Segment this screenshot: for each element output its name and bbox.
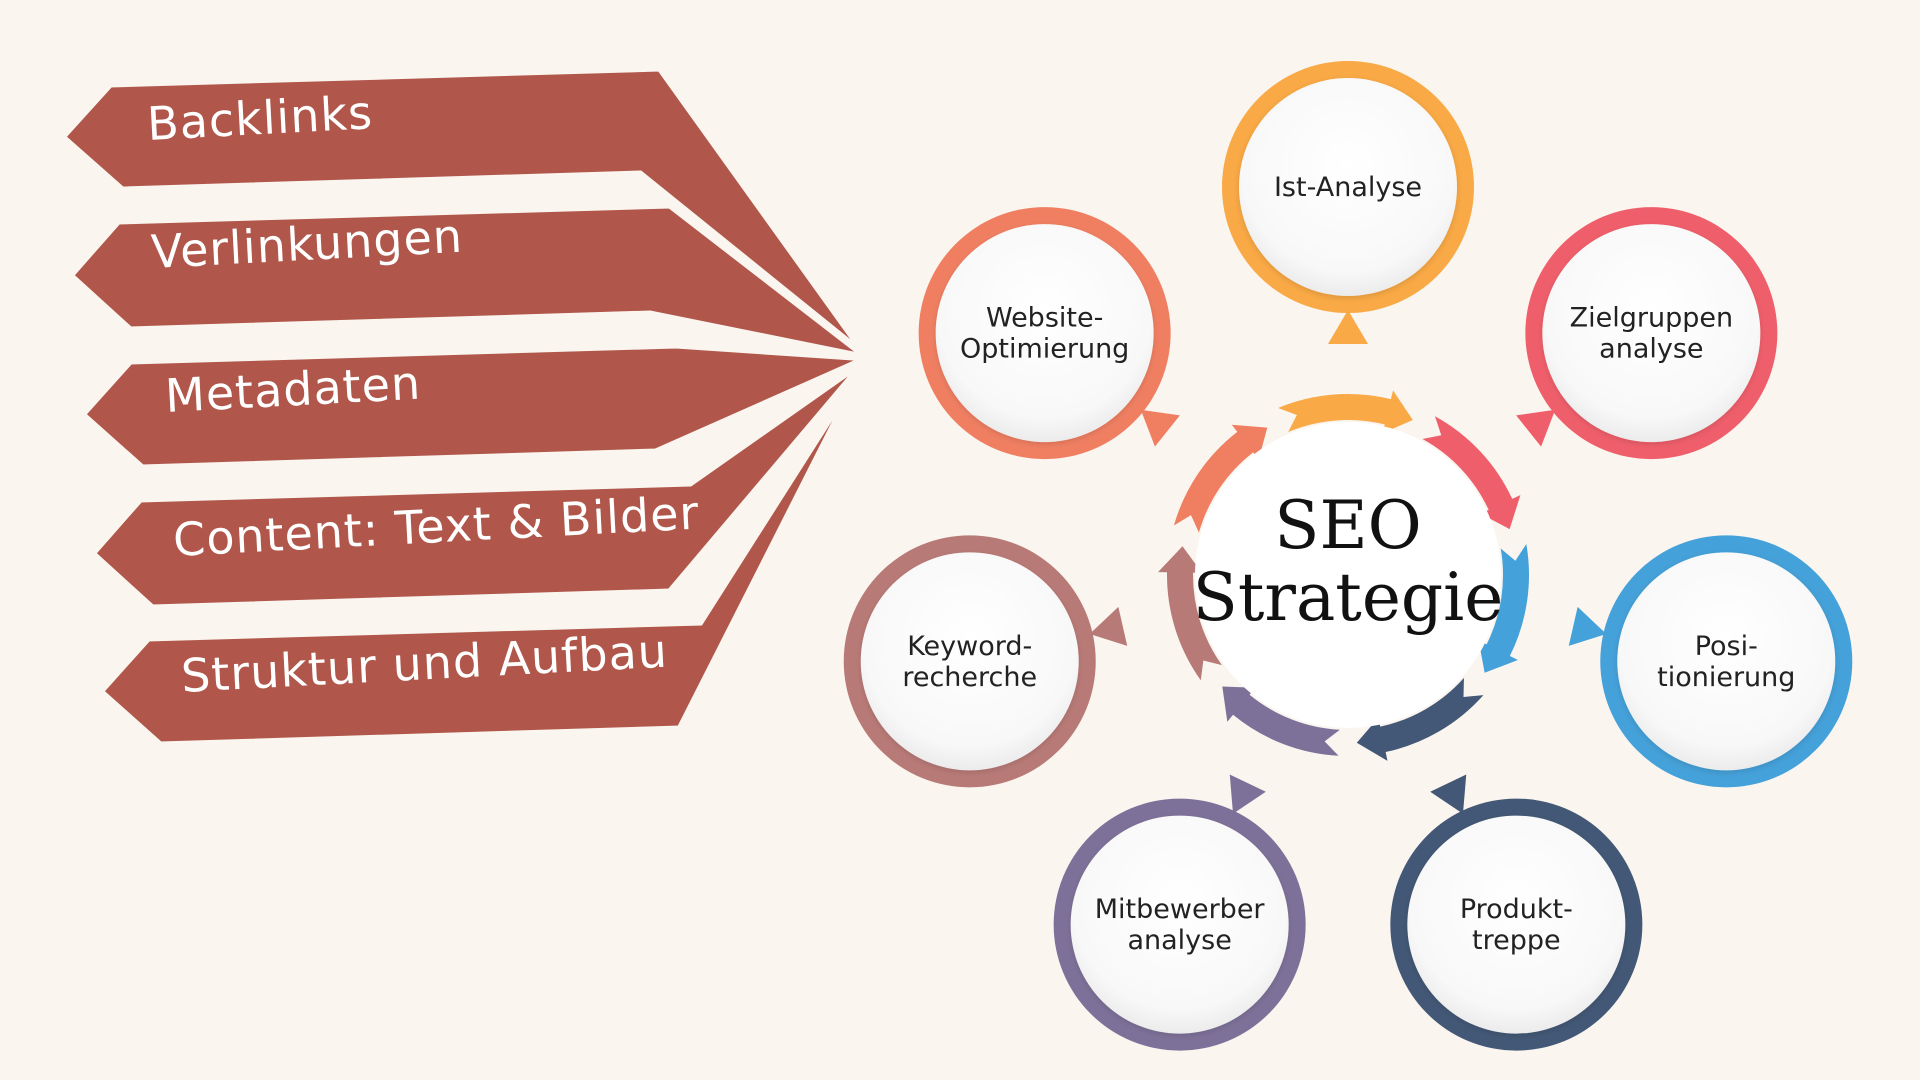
ribbon-shape-2 (65, 201, 871, 362)
node-face (860, 552, 1079, 771)
node-label: Mitbewerber (1095, 894, 1266, 925)
pointer-arrow-4 (1430, 774, 1467, 814)
ring-arrow-6 (1158, 546, 1222, 681)
ribbon-shape-1 (57, 64, 871, 361)
ring-arrow-1 (1278, 390, 1413, 434)
pointer-arrows (1089, 310, 1607, 814)
cycle-ring (1158, 390, 1530, 761)
ring-arrow-3 (1478, 544, 1530, 673)
ring-arrow-4 (1356, 677, 1484, 761)
cycle-node-1: Ist-Analyse (1222, 61, 1474, 313)
pointer-arrow-1 (1328, 310, 1368, 344)
pointer-arrow-7 (1140, 409, 1180, 447)
cycle-node-3: Posi-tionierung (1600, 535, 1853, 788)
node-label: Posi- (1695, 631, 1758, 662)
node-label: Ist-Analyse (1274, 172, 1422, 203)
node-label: recherche (902, 662, 1037, 693)
cycle-node-4: Produkt-treppe (1390, 798, 1643, 1051)
node-label: Produkt- (1460, 894, 1573, 925)
pointer-arrow-3 (1568, 606, 1607, 646)
pointer-arrow-5 (1229, 774, 1266, 814)
center-title-line1: SEO (1274, 487, 1422, 564)
ring-arrow-5 (1222, 686, 1340, 756)
ring-arrow-2 (1422, 416, 1521, 530)
node-label: Keyword- (907, 631, 1032, 662)
cycle-node-7: Website-Optimierung (918, 207, 1171, 460)
cycle-node-6: Keyword-recherche (843, 535, 1096, 788)
node-face (1239, 78, 1457, 296)
center-title-line2: Strategie (1193, 559, 1504, 636)
node-face (935, 224, 1154, 443)
ring-arrow-7 (1173, 424, 1268, 533)
ribbon-label-1: Backlinks (146, 85, 375, 151)
node-face (1617, 552, 1836, 771)
ribbon-shape-5 (95, 356, 872, 749)
node-label: treppe (1472, 925, 1561, 956)
center-disc (1195, 422, 1501, 728)
node-label: analyse (1127, 925, 1231, 956)
node-label: tionierung (1657, 662, 1795, 693)
center-title: SEO Strategie (1193, 487, 1504, 636)
cycle-nodes: Ist-AnalyseZielgruppenanalysePosi-tionie… (843, 61, 1853, 1051)
pointer-arrow-2 (1516, 409, 1556, 447)
pointer-arrow-6 (1089, 606, 1128, 646)
node-face (1407, 815, 1626, 1034)
node-label: Optimierung (960, 334, 1129, 365)
node-label: Website- (986, 303, 1103, 334)
node-label: Zielgruppen (1570, 303, 1733, 334)
node-face (1070, 815, 1289, 1034)
ribbon-shape-3 (77, 341, 870, 472)
ribbon-shape-4 (87, 355, 871, 612)
ribbon-label-3: Metadaten (164, 356, 423, 423)
node-face (1542, 224, 1761, 443)
node-label: analyse (1599, 334, 1703, 365)
